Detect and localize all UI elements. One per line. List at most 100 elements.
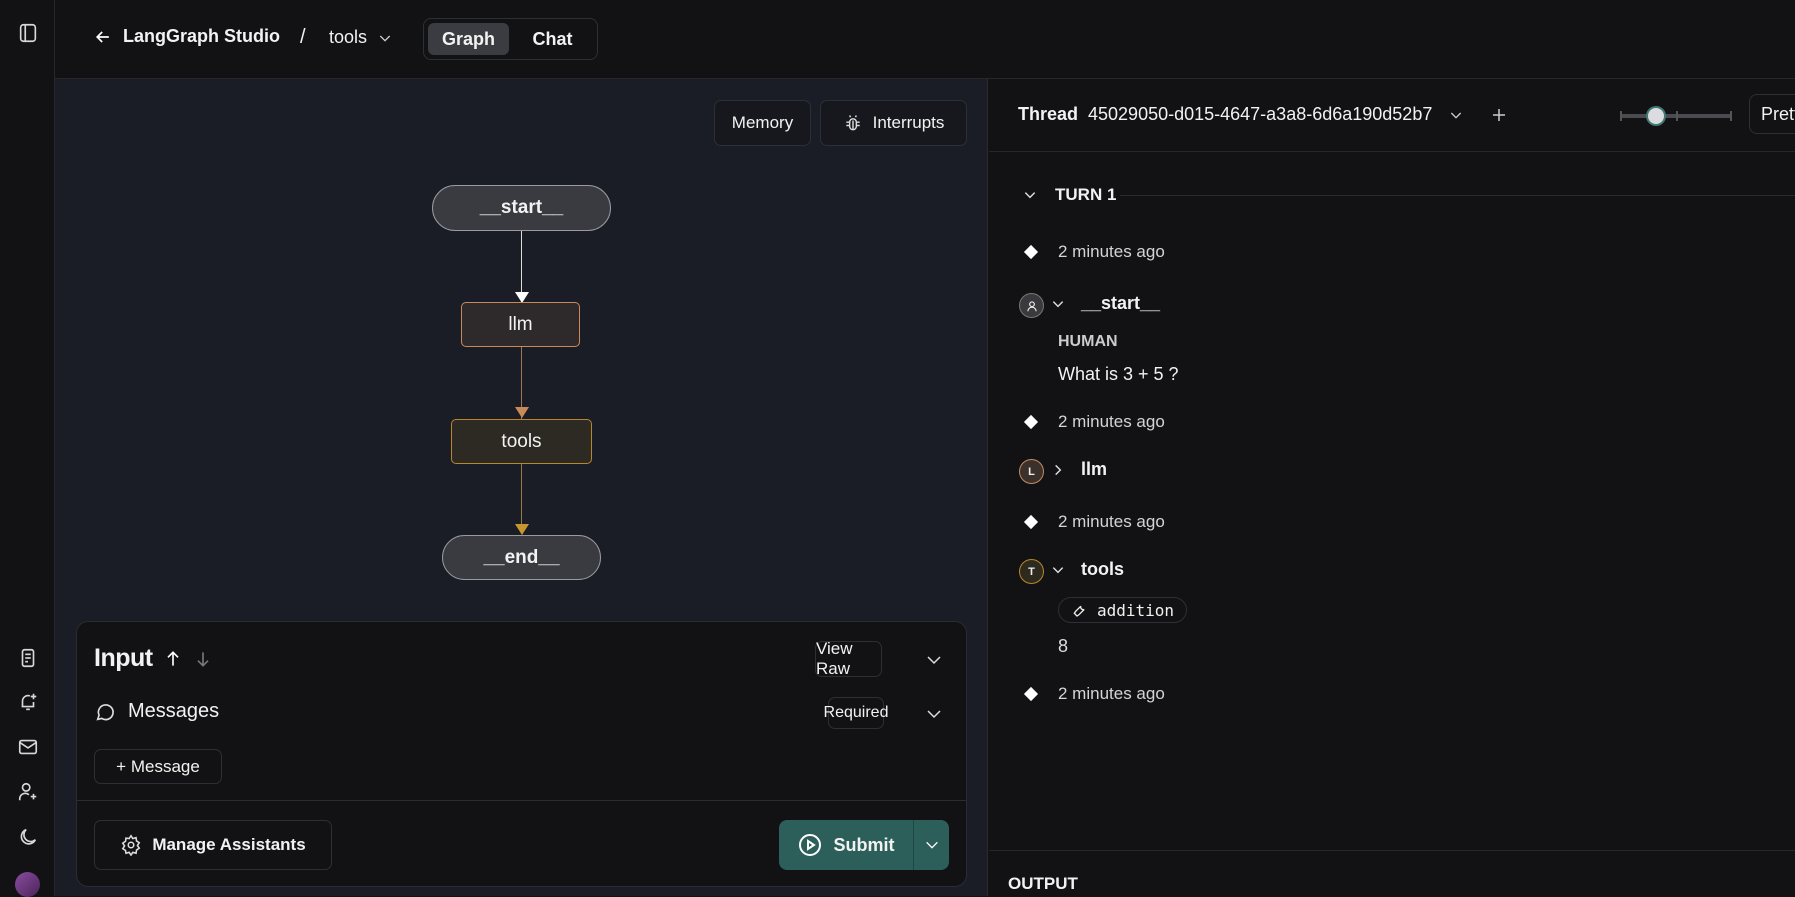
timestamp: 2 minutes ago bbox=[1023, 684, 1165, 704]
submit-group: Submit bbox=[779, 820, 949, 870]
timestamp-text: 2 minutes ago bbox=[1058, 684, 1165, 703]
avatar-letter: L bbox=[1028, 465, 1035, 478]
required-badge[interactable]: Required bbox=[824, 697, 888, 729]
chevron-down-icon[interactable] bbox=[925, 651, 943, 669]
diamond-icon bbox=[1023, 244, 1039, 260]
required-label: Required bbox=[823, 704, 889, 721]
arrow-head bbox=[515, 407, 529, 418]
chevron-down-icon bbox=[379, 35, 391, 42]
history-slider[interactable] bbox=[1620, 106, 1732, 126]
node-end[interactable]: __end__ bbox=[442, 535, 601, 580]
view-mode-select[interactable]: Pretty bbox=[1749, 94, 1795, 134]
node-start[interactable]: __start__ bbox=[432, 185, 611, 231]
tool-result: 8 bbox=[1058, 636, 1069, 656]
llm-avatar-icon: L bbox=[1019, 459, 1044, 484]
edge-llm-tools bbox=[521, 347, 522, 419]
tool-call-chip[interactable]: addition bbox=[1058, 597, 1188, 623]
chevron-down-icon[interactable] bbox=[1448, 107, 1464, 123]
play-circle-icon bbox=[798, 834, 821, 856]
moon-icon[interactable] bbox=[17, 826, 39, 848]
view-raw-label: View Raw bbox=[816, 639, 853, 678]
input-panel: Input View Raw Messages Required + Messa… bbox=[76, 621, 967, 887]
turn-header[interactable]: TURN 1 bbox=[1023, 185, 1116, 205]
node-label: __start__ bbox=[479, 197, 564, 218]
diamond-icon bbox=[1023, 514, 1039, 530]
node-tools-entry[interactable]: tools bbox=[1051, 559, 1124, 580]
tab-chat[interactable]: Chat bbox=[512, 23, 593, 55]
node-start-entry[interactable]: __start__ bbox=[1051, 293, 1160, 314]
chevron-down-icon bbox=[1052, 566, 1064, 573]
chevron-right-icon bbox=[1055, 464, 1062, 475]
chevron-down-icon[interactable] bbox=[925, 705, 943, 723]
arrow-down-icon[interactable] bbox=[193, 649, 213, 669]
arrow-head bbox=[515, 524, 529, 535]
node-name: tools bbox=[1081, 559, 1124, 579]
node-name: llm bbox=[1081, 459, 1108, 479]
edge-tools-end bbox=[521, 464, 522, 534]
tools-avatar-icon: T bbox=[1019, 559, 1044, 584]
timestamp-text: 2 minutes ago bbox=[1058, 512, 1165, 531]
thread-label: Thread bbox=[1018, 104, 1079, 124]
breadcrumb-separator: / bbox=[300, 26, 306, 48]
interrupts-button[interactable]: Interrupts bbox=[820, 100, 967, 146]
bug-icon bbox=[845, 115, 860, 131]
node-label: __end__ bbox=[483, 546, 560, 568]
node-label: tools bbox=[501, 430, 542, 452]
tab-graph[interactable]: Graph bbox=[428, 23, 509, 55]
output-title: OUTPUT bbox=[1008, 874, 1078, 893]
view-raw-button[interactable]: View Raw bbox=[815, 639, 882, 678]
node-llm-entry[interactable]: llm bbox=[1051, 459, 1107, 480]
plus-icon[interactable] bbox=[1490, 106, 1508, 124]
add-user-icon[interactable] bbox=[17, 781, 39, 803]
wrench-icon bbox=[1073, 605, 1085, 617]
submit-label: Submit bbox=[833, 834, 895, 855]
add-message-button[interactable]: + Message bbox=[94, 749, 222, 784]
chevron-down-icon bbox=[1052, 300, 1064, 307]
arrow-up-icon[interactable] bbox=[163, 649, 183, 669]
arrow-head bbox=[515, 292, 529, 303]
divider bbox=[77, 800, 966, 801]
graph-selector[interactable]: tools bbox=[329, 27, 393, 48]
divider bbox=[1120, 195, 1795, 196]
slider-thumb[interactable] bbox=[1646, 106, 1666, 126]
message-circle-icon bbox=[96, 703, 114, 720]
node-llm[interactable]: llm bbox=[461, 302, 580, 347]
messages-label: Messages bbox=[128, 700, 220, 722]
mail-icon[interactable] bbox=[17, 736, 39, 758]
node-tools[interactable]: tools bbox=[451, 419, 592, 464]
view-mode-label: Pretty bbox=[1761, 104, 1795, 124]
chevron-down-icon bbox=[1024, 192, 1036, 199]
node-name: __start__ bbox=[1081, 293, 1161, 313]
submit-button[interactable]: Submit bbox=[779, 820, 913, 870]
timestamp-text: 2 minutes ago bbox=[1058, 242, 1165, 261]
header: LangGraph Studio / tools Graph Chat bbox=[55, 0, 1795, 79]
left-rail bbox=[0, 0, 55, 897]
gear-icon bbox=[121, 834, 141, 856]
timestamp: 2 minutes ago bbox=[1023, 512, 1165, 532]
add-message-label: + Message bbox=[116, 756, 200, 776]
message-text: What is 3 + 5 ? bbox=[1058, 364, 1179, 384]
avatar[interactable] bbox=[15, 872, 40, 897]
arrow-left-icon bbox=[95, 30, 109, 43]
timestamp: 2 minutes ago bbox=[1023, 412, 1165, 432]
sidebar-toggle-icon[interactable] bbox=[17, 22, 39, 44]
human-avatar-icon bbox=[1019, 293, 1044, 318]
memory-label: Memory bbox=[731, 113, 794, 132]
submit-options-button[interactable] bbox=[913, 820, 949, 870]
node-label: llm bbox=[508, 313, 533, 335]
app-title: LangGraph Studio bbox=[123, 26, 280, 46]
timestamp-text: 2 minutes ago bbox=[1058, 412, 1165, 431]
timestamp: 2 minutes ago bbox=[1023, 242, 1165, 262]
back-button[interactable]: LangGraph Studio bbox=[93, 26, 280, 47]
manage-assistants-button[interactable]: Manage Assistants bbox=[94, 820, 332, 870]
thread-panel: Thread 45029050-d015-4647-a3a8-6d6a190d5… bbox=[989, 79, 1795, 896]
view-tabs: Graph Chat bbox=[423, 18, 598, 60]
tab-label: Chat bbox=[532, 28, 573, 49]
bell-plus-icon[interactable] bbox=[17, 691, 39, 713]
thread-id[interactable]: 45029050-d015-4647-a3a8-6d6a190d52b7 bbox=[1088, 104, 1433, 124]
message-role: HUMAN bbox=[1058, 333, 1118, 350]
avatar-letter: T bbox=[1028, 565, 1035, 578]
docs-icon[interactable] bbox=[17, 647, 39, 669]
memory-button[interactable]: Memory bbox=[714, 100, 811, 146]
turn-title: TURN 1 bbox=[1055, 185, 1117, 204]
